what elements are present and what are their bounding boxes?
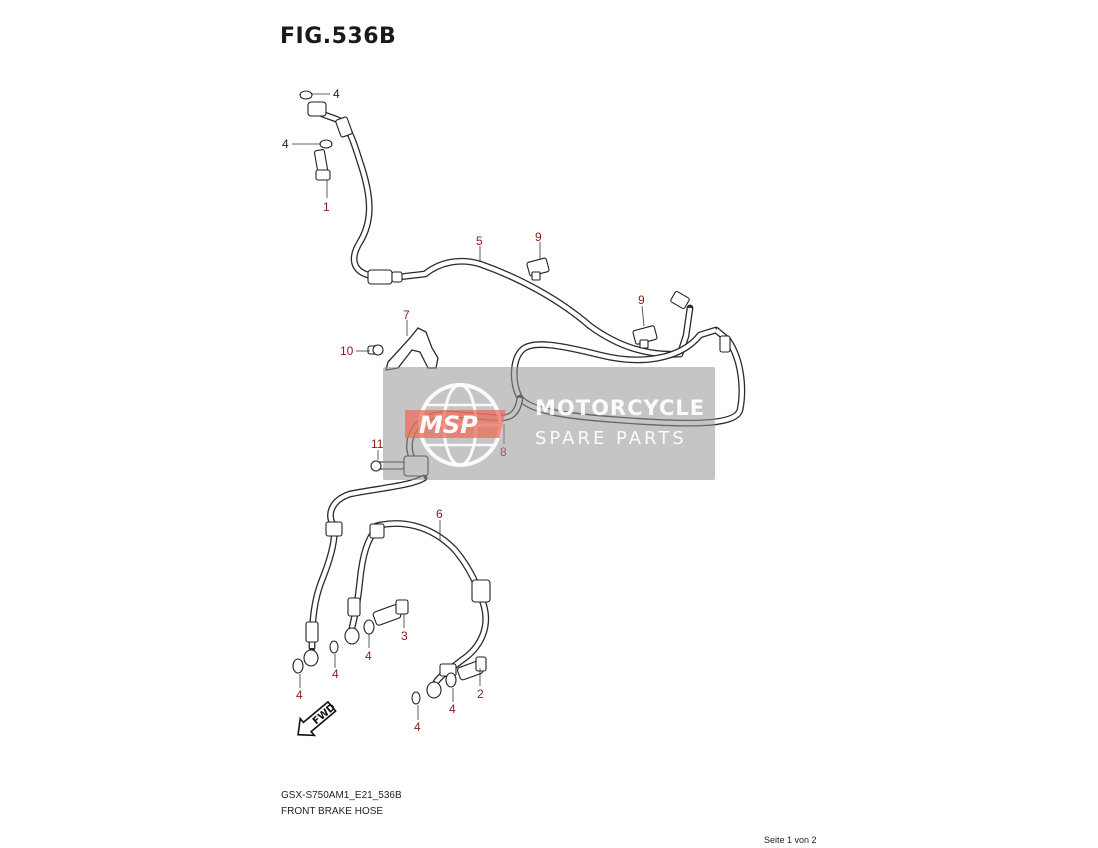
lower-hose-left: [303, 474, 428, 667]
clamp-9-lower: [632, 325, 658, 349]
washer-lower-2: [329, 640, 339, 654]
callout-4-lower-5: 4: [414, 720, 421, 734]
figure-title: FIG.536B: [280, 24, 397, 49]
watermark-line1: MOTORCYCLE: [535, 396, 706, 420]
union-bolt-2: [456, 656, 487, 681]
banjo-fitting-top: [307, 101, 327, 117]
callout-6: 6: [436, 507, 443, 521]
union-bolt-1: [313, 149, 331, 181]
callout-9-lower: 9: [638, 293, 645, 307]
callout-4-lower-2: 4: [332, 667, 339, 681]
callout-7: 7: [403, 308, 410, 322]
part-name: FRONT BRAKE HOSE: [281, 806, 384, 817]
callout-4-lower-4: 4: [449, 702, 456, 716]
washer-lower-1: [292, 658, 304, 674]
callout-10: 10: [340, 344, 354, 358]
model-code: GSX-S750AM1_E21_536B: [281, 790, 402, 801]
washer-lower-4: [445, 672, 457, 688]
fwd-arrow: FWD: [297, 700, 338, 737]
callout-4-top: 4: [333, 87, 340, 101]
union-bolt-3: [372, 599, 409, 626]
callout-3: 3: [401, 629, 408, 643]
watermark-logo-icon: MSP: [405, 383, 506, 467]
callout-4-top-2: 4: [282, 137, 289, 151]
upper-brake-hose: [307, 101, 694, 358]
washer-top-1: [299, 90, 313, 100]
page-number: Seite 1 von 2: [764, 835, 817, 845]
callout-11: 11: [371, 437, 384, 451]
callout-1: 1: [323, 200, 330, 214]
washer-top-2: [319, 139, 333, 149]
callout-2: 2: [477, 687, 484, 701]
hose-bracket: [385, 327, 439, 371]
clamp-9-upper: [526, 257, 550, 281]
washer-lower-5: [411, 691, 421, 705]
bolt-11-head: [370, 460, 382, 472]
callout-4-lower-3: 4: [365, 649, 372, 663]
washer-lower-3: [363, 619, 375, 635]
callout-5: 5: [476, 234, 483, 248]
hose-joint-fitting: [367, 269, 393, 285]
bolt-10: [367, 344, 384, 356]
callout-4-lower-1: 4: [296, 688, 303, 702]
callout-9-upper: 9: [535, 230, 542, 244]
watermark-logo-text: MSP: [419, 411, 478, 439]
watermark-line2: SPARE PARTS: [535, 428, 687, 449]
lower-hose-right: [344, 520, 491, 699]
